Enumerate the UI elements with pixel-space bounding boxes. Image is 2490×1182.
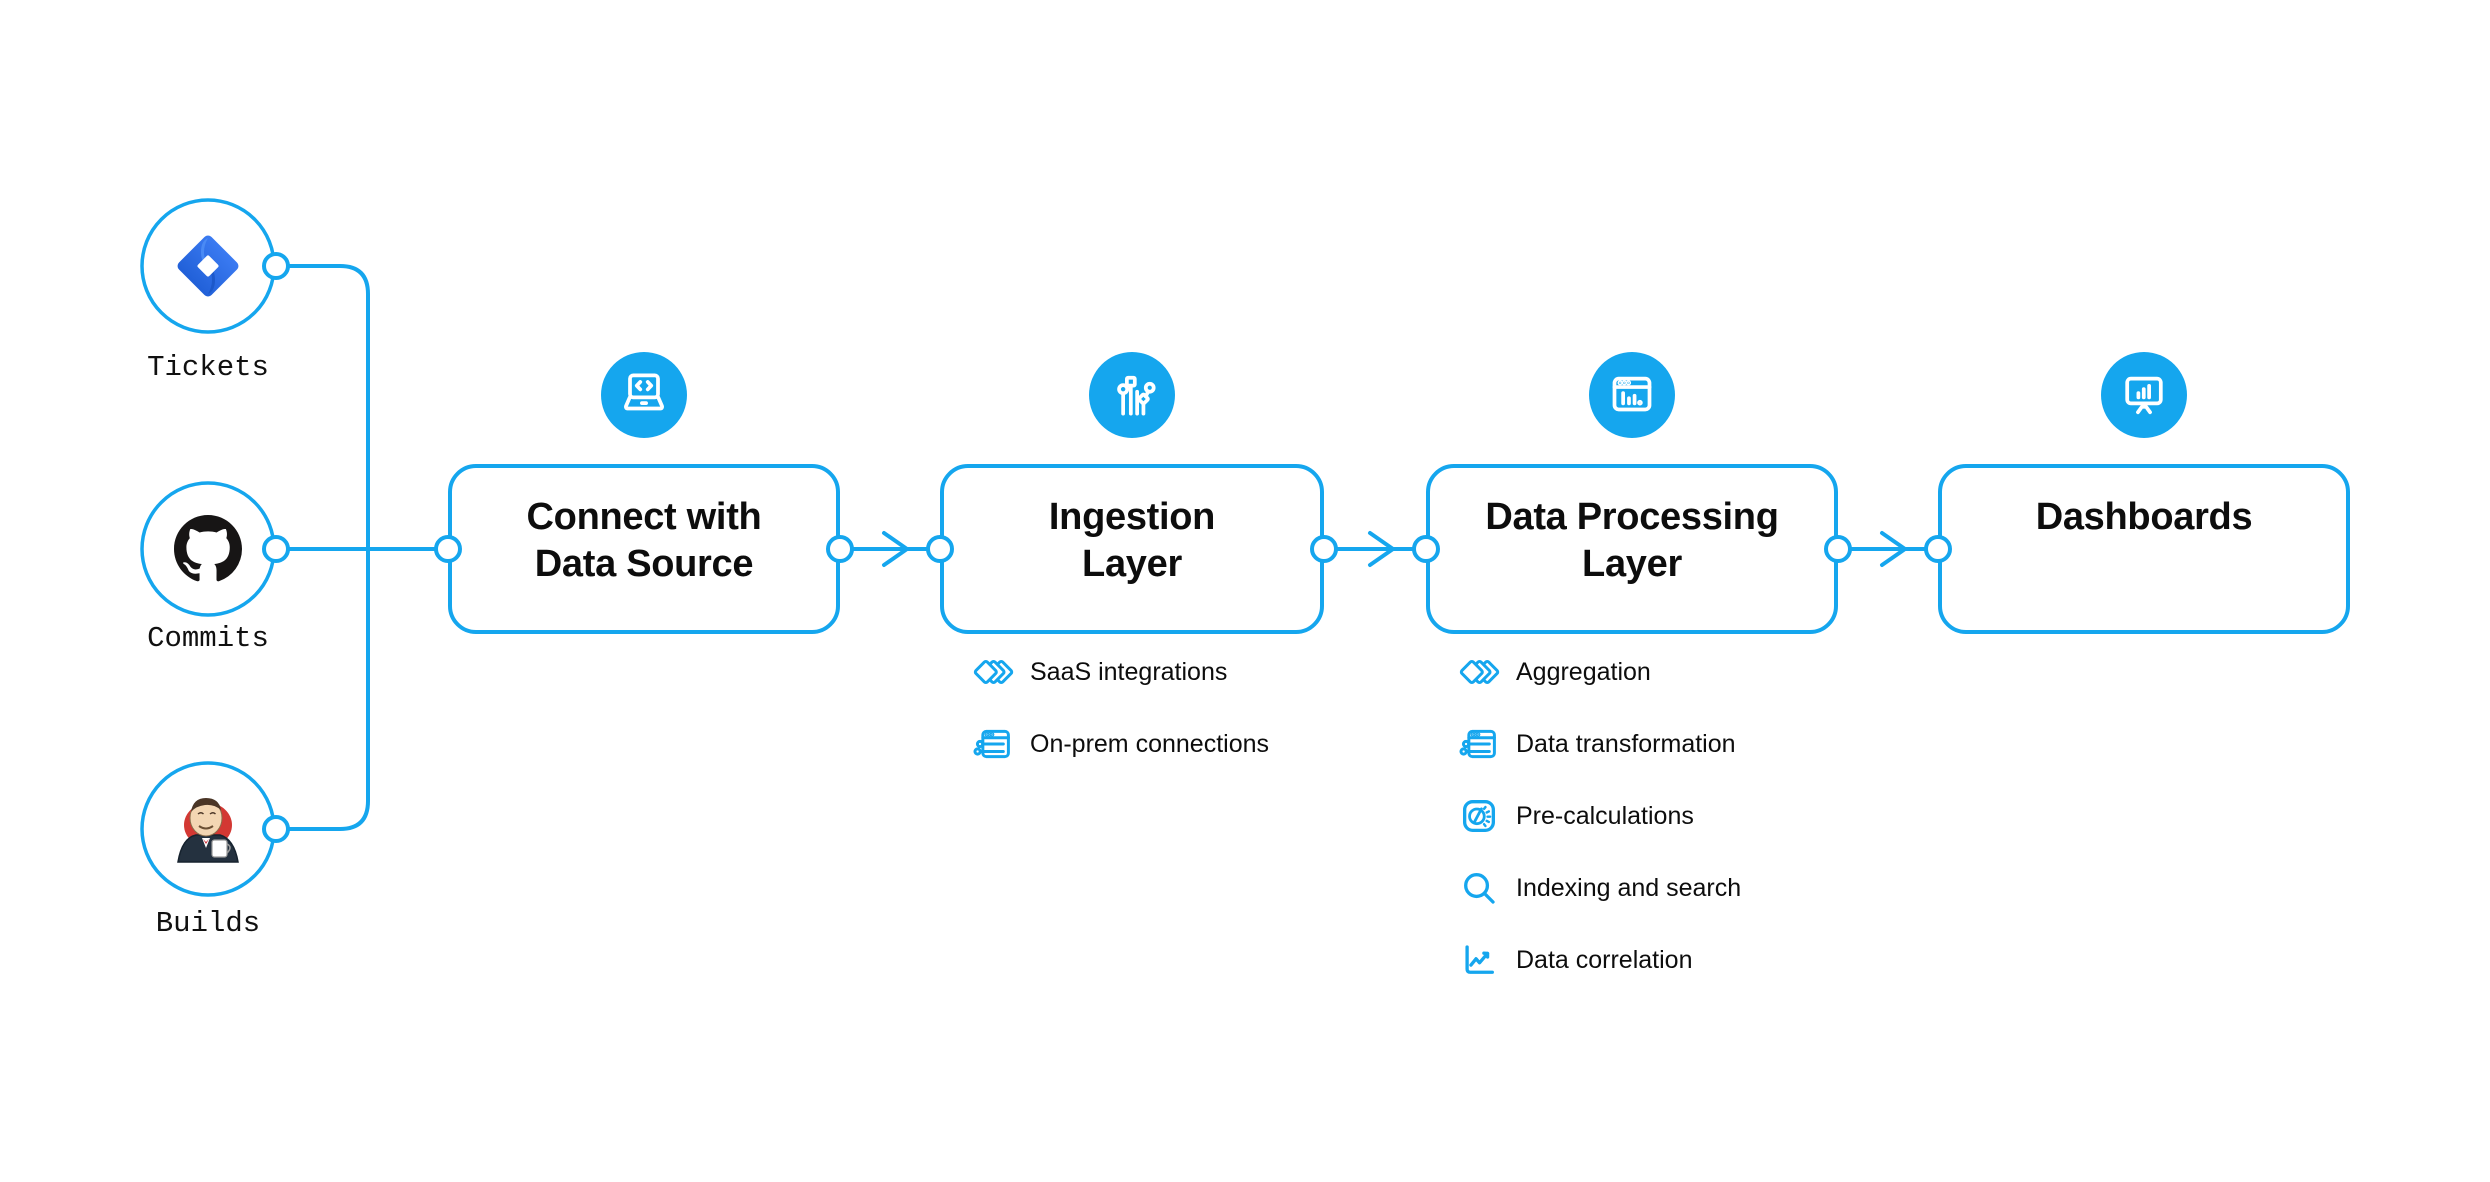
chart-line-icon [1456, 938, 1503, 982]
list-item: Indexing and search [1456, 852, 1741, 924]
github-icon [174, 515, 242, 582]
list-item: Data transformation [1456, 708, 1741, 780]
stage-title-ingestion: Ingestion Layer [1048, 496, 1216, 585]
node-builds [262, 815, 290, 843]
stage-box-connect: Connect with Data Source [448, 464, 840, 634]
source-circle-commits [140, 481, 276, 617]
search-icon [1456, 866, 1503, 910]
gauge-icon [1456, 794, 1503, 838]
feature-label: Data correlation [1516, 945, 1693, 974]
node-tickets [262, 252, 290, 280]
connector-arrowhead-2 [1368, 531, 1395, 567]
feature-label: Data transformation [1516, 729, 1736, 758]
connector-arrowhead-1 [882, 531, 909, 567]
source-label-tickets: Tickets [147, 351, 269, 384]
stage-box-dashboards: Dashboards [1938, 464, 2350, 634]
presentation-chart-icon [2101, 352, 2187, 438]
list-item: Pre-calculations [1456, 780, 1741, 852]
window-chart-icon [1589, 352, 1675, 438]
source-circle-tickets [140, 198, 276, 334]
node-commits [262, 535, 290, 563]
laptop-code-icon [601, 352, 687, 438]
circuit-icon [1089, 352, 1175, 438]
stage-title-processing: Data Processing Layer [1485, 496, 1779, 585]
list-item: Aggregation [1456, 636, 1741, 708]
feature-label: Pre-calculations [1516, 801, 1694, 830]
diamonds-icon [1456, 650, 1503, 694]
source-label-builds: Builds [155, 907, 261, 940]
feature-label: Aggregation [1516, 657, 1651, 686]
window-sliders-icon [970, 722, 1017, 766]
stage-title-dashboards: Dashboards [2035, 496, 2253, 538]
feature-label: On-prem connections [1030, 729, 1270, 758]
connector-arrowhead-3 [1880, 531, 1907, 567]
stage-box-ingestion: Ingestion Layer [940, 464, 1324, 634]
list-item: Data correlation [1456, 924, 1741, 996]
source-label-commits: Commits [147, 622, 269, 655]
processing-feature-list: Aggregation Data transformation [1456, 636, 1741, 996]
jenkins-icon [177, 798, 239, 863]
list-item: On-prem connections [970, 708, 1269, 780]
feature-label: SaaS integrations [1030, 657, 1228, 686]
list-item: SaaS integrations [970, 636, 1269, 708]
ingestion-feature-list: SaaS integrations On-prem connections [970, 636, 1269, 780]
stage-title-connect: Connect with Data Source [526, 496, 762, 585]
stage-box-processing: Data Processing Layer [1426, 464, 1838, 634]
source-circle-builds [140, 761, 276, 897]
jira-icon [177, 235, 239, 297]
window-sliders-icon [1456, 722, 1503, 766]
diamonds-icon [970, 650, 1017, 694]
feature-label: Indexing and search [1516, 873, 1742, 902]
